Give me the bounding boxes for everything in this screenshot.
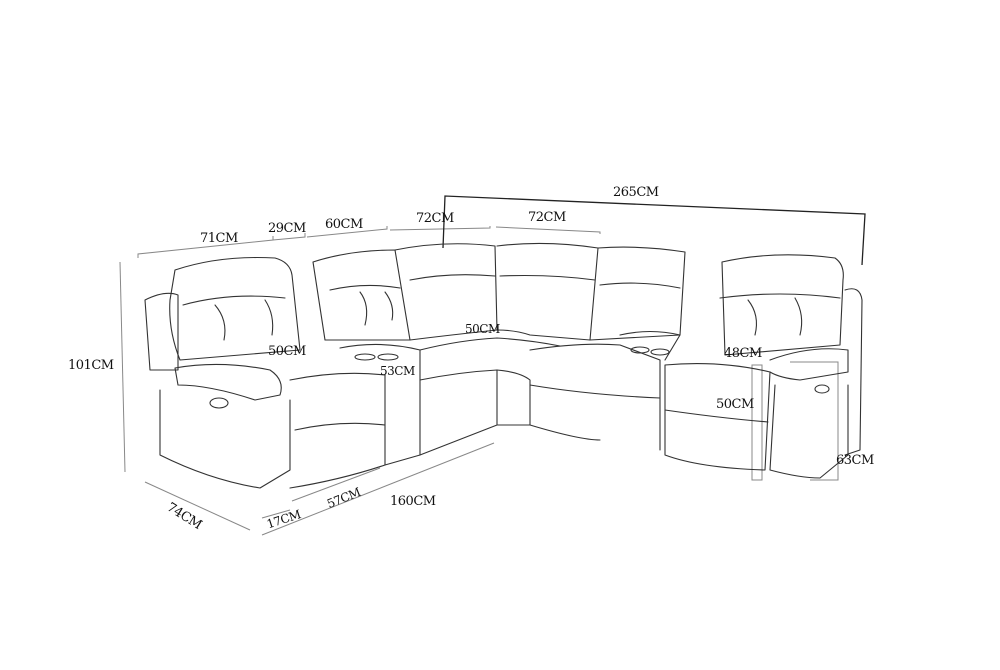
dim-seat-depth-corner: 50CM [465, 322, 500, 336]
dim-seat-height-right: 50CM [716, 397, 754, 412]
dim-total-length-left: 160CM [390, 494, 436, 509]
dim-arm-width-left: 71CM [200, 231, 238, 246]
dim-arm-height-seat-left: 50CM [268, 344, 306, 359]
dim-seat-depth-right: 48CM [724, 346, 762, 361]
dim-corner-left: 72CM [416, 211, 454, 226]
dim-corner-right: 72CM [528, 210, 566, 225]
dim-total-length-right: 265CM [613, 185, 659, 200]
dim-arm-height-right: 63CM [836, 453, 874, 468]
dim-console-width: 29CM [268, 221, 306, 236]
dim-seat-width-left: 60CM [325, 217, 363, 232]
dim-console-height: 53CM [380, 364, 415, 378]
dim-total-height: 101CM [68, 358, 114, 373]
